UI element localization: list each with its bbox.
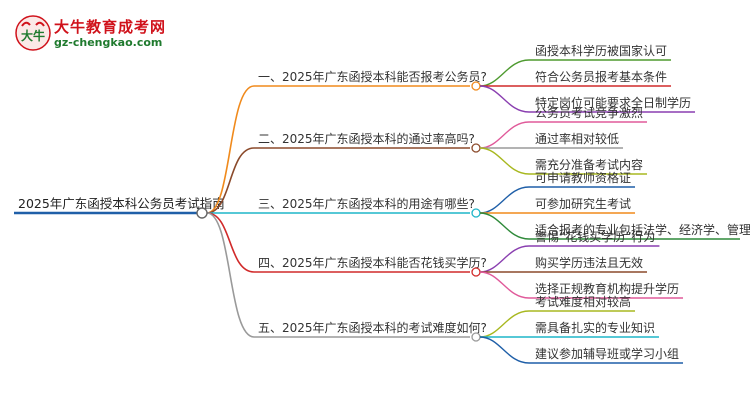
branch-connector-2 [206, 147, 255, 214]
branch-label-4: 四、2025年广东函授本科能否花钱买学历? [258, 255, 487, 270]
logo-url: gz-chengkao.com [54, 36, 163, 49]
site-logo[interactable]: 大牛 大牛教育成考网 gz-chengkao.com [14, 14, 264, 54]
branch-node-2 [471, 143, 481, 153]
leaf-connector-2-1 [479, 121, 530, 149]
leaf-connector-4-1 [479, 245, 530, 273]
leaf-connector-4-3 [479, 271, 530, 299]
leaf-label-1-1: 函授本科学历被国家认可 [535, 43, 667, 58]
root-label: 2025年广东函授本科公务员考试指南 [18, 196, 225, 211]
logo-mark-text: 大牛 [21, 28, 45, 43]
branch-label-1: 一、2025年广东函授本科能否报考公务员? [258, 69, 487, 84]
branch-label-2: 二、2025年广东函授本科的通过率高吗? [258, 131, 475, 146]
leaf-label-4-2: 购买学历违法且无效 [535, 255, 643, 270]
leaf-label-3-1: 可申请教师资格证 [535, 170, 631, 185]
leaf-label-1-3: 特定岗位可能要求全日制学历 [535, 95, 691, 110]
leaf-label-5-3: 建议参加辅导班或学习小组 [535, 346, 679, 361]
leaf-label-2-1: 公务员考试竞争激烈 [535, 105, 643, 120]
leaf-connector-3-3 [479, 212, 530, 240]
branch-node-1 [471, 81, 481, 91]
leaf-label-2-3: 需充分准备考试内容 [535, 157, 643, 172]
leaf-label-2-2: 通过率相对较低 [535, 131, 619, 146]
branch-node-3 [471, 208, 481, 218]
leaf-label-3-3: 适合报考的专业包括法学、经济学、管理学 [535, 222, 750, 237]
root-hub-node [196, 207, 208, 219]
branch-label-5: 五、2025年广东函授本科的考试难度如何? [258, 320, 487, 335]
leaf-label-1-2: 符合公务员报考基本条件 [535, 69, 667, 84]
leaf-label-5-1: 考试难度相对较高 [535, 294, 631, 309]
branch-connector-5 [206, 212, 255, 338]
leaf-label-5-2: 需具备扎实的专业知识 [535, 320, 655, 335]
branch-connector-1 [206, 85, 255, 214]
branch-node-5 [471, 332, 481, 342]
leaf-connector-1-1 [479, 59, 530, 87]
leaf-connector-5-1 [479, 310, 530, 338]
leaf-connector-1-3 [479, 85, 530, 113]
leaf-connector-3-1 [479, 186, 530, 214]
leaf-connector-5-3 [479, 336, 530, 364]
logo-title: 大牛教育成考网 [54, 18, 167, 36]
leaf-label-4-3: 选择正规教育机构提升学历 [535, 281, 679, 296]
bull-logo-icon: 大牛 [15, 15, 51, 51]
branch-node-4 [471, 267, 481, 277]
branch-label-3: 三、2025年广东函授本科的用途有哪些? [258, 196, 475, 211]
leaf-label-3-2: 可参加研究生考试 [535, 196, 631, 211]
leaf-connector-2-3 [479, 147, 530, 175]
branch-connector-4 [206, 212, 255, 273]
leaf-label-4-1: 警惕“花钱买学历”行为 [535, 229, 655, 244]
